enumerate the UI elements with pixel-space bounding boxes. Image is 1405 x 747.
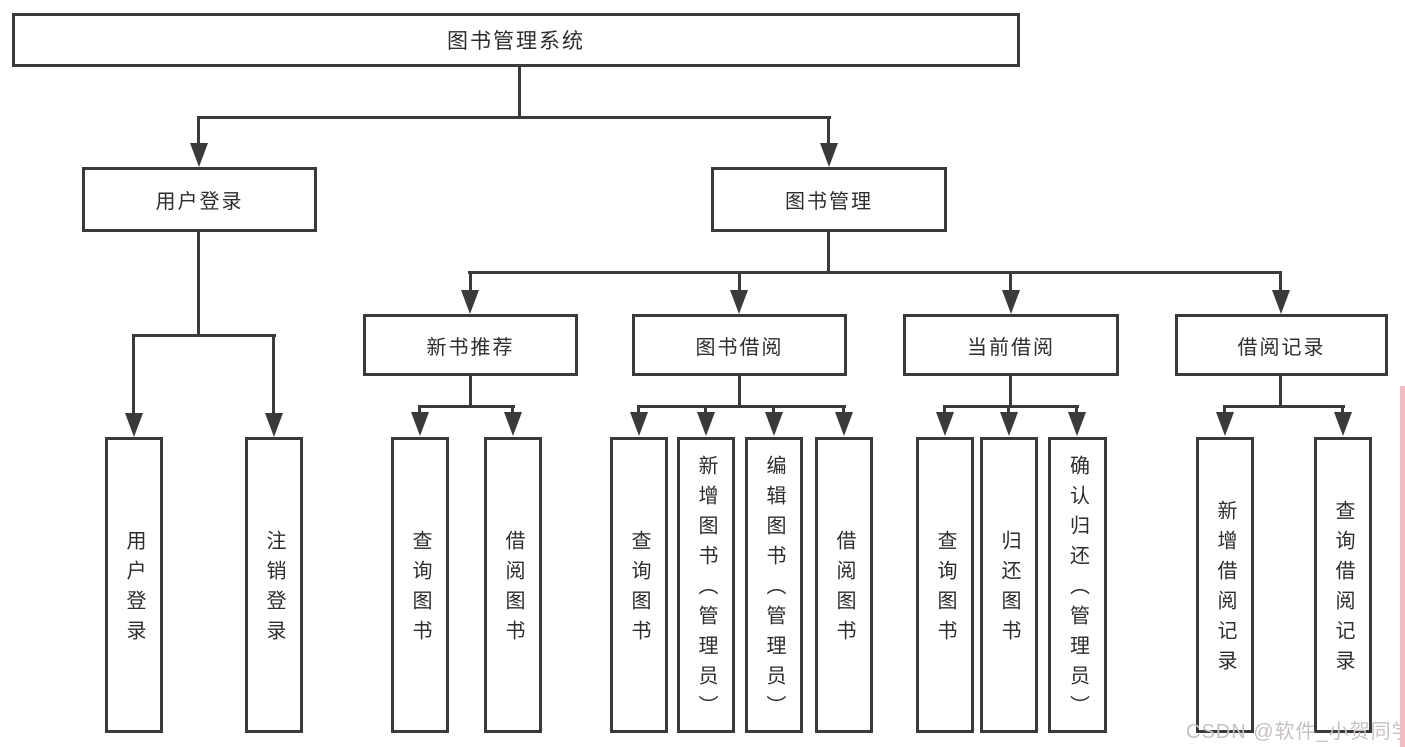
leaf-query-books-1-label: 查询图书 (409, 530, 431, 650)
arrowhead-leaf-add-record (1216, 412, 1234, 436)
node-user-login-branch: 用户登录 (82, 167, 317, 232)
connector-drop-book-mgmt (827, 118, 830, 145)
connector-drop-leaf (943, 407, 946, 415)
leaf-user-login-label: 用户登录 (123, 530, 145, 650)
arrowhead-user-login (190, 143, 208, 167)
leaf-query-books-2: 查询图书 (610, 437, 668, 733)
arrowhead-leaf-query-3 (936, 412, 954, 436)
arrowhead-new-book (461, 290, 479, 314)
leaf-query-books-2-label: 查询图书 (628, 530, 650, 650)
connector-root-stub (518, 67, 521, 118)
connector-drop-leaf (511, 407, 514, 415)
leaf-borrow-books-2: 借阅图书 (815, 437, 873, 733)
connector-current-borrow-stub (1009, 376, 1012, 408)
connector-book-mgmt-stub (827, 232, 830, 274)
leaf-edit-books-admin-label: 编辑图书（管理员） (763, 455, 785, 725)
node-borrow-records: 借阅记录 (1175, 314, 1388, 376)
leaf-add-books-admin-label: 新增图书（管理员） (695, 455, 717, 725)
connector-book-borrow-stub (738, 376, 741, 408)
arrowhead-leaf-confirm-return (1068, 412, 1086, 436)
arrowhead-leaf-login (125, 413, 143, 437)
connector-drop-book-borrow (738, 273, 741, 292)
leaf-add-books-admin: 新增图书（管理员） (677, 437, 735, 733)
leaf-query-borrow-record-label: 查询借阅记录 (1332, 500, 1354, 680)
arrowhead-leaf-query-record (1334, 412, 1352, 436)
connector-drop-leaf (637, 407, 640, 415)
arrowhead-leaf-query-1 (411, 412, 429, 436)
connector-new-book-stub (469, 376, 472, 408)
node-new-book-recommend-label: 新书推荐 (426, 336, 515, 359)
arrowhead-leaf-query-2 (630, 412, 648, 436)
connector-drop-leaf (772, 407, 775, 415)
arrowhead-leaf-logout (265, 413, 283, 437)
connector-drop-leaf (1007, 407, 1010, 415)
leaf-confirm-return-admin: 确认归还（管理员） (1048, 437, 1107, 733)
leaf-query-borrow-record: 查询借阅记录 (1314, 437, 1372, 733)
leaf-query-books-3-label: 查询图书 (934, 530, 956, 650)
connector-book-borrow-hline (637, 405, 846, 408)
connector-drop-current-borrow (1009, 273, 1012, 292)
node-borrow-records-label: 借阅记录 (1237, 336, 1326, 359)
leaf-add-borrow-record-label: 新增借阅记录 (1214, 500, 1236, 680)
connector-user-login-hline (132, 334, 276, 337)
leaf-edit-books-admin: 编辑图书（管理员） (745, 437, 803, 733)
leaf-query-books-1: 查询图书 (391, 437, 449, 733)
connector-level1-hline (197, 116, 831, 119)
connector-drop-user-login (197, 118, 200, 145)
arrowhead-leaf-return (1000, 412, 1018, 436)
node-book-management-label: 图书管理 (785, 191, 873, 213)
arrowhead-leaf-edit-books (765, 412, 783, 436)
node-new-book-recommend: 新书推荐 (363, 314, 578, 376)
connector-borrow-records-hline (1223, 405, 1345, 408)
watermark-edge-strip (1400, 386, 1405, 747)
arrowhead-leaf-borrow-2 (835, 412, 853, 436)
connector-drop-leaf (1223, 407, 1226, 415)
leaf-return-books-label: 归还图书 (998, 530, 1020, 650)
connector-drop-leaf (418, 407, 421, 415)
node-book-borrow-label: 图书借阅 (695, 336, 784, 359)
leaf-borrow-books-2-label: 借阅图书 (833, 530, 855, 650)
leaf-logout-label: 注销登录 (263, 530, 285, 650)
node-book-borrow: 图书借阅 (632, 314, 847, 376)
node-current-borrow: 当前借阅 (903, 314, 1119, 376)
arrowhead-book-borrow (730, 290, 748, 314)
connector-current-borrow-hline (943, 405, 1079, 408)
connector-drop-leaf-logout (272, 336, 275, 414)
node-user-login-branch-label: 用户登录 (155, 191, 244, 213)
connector-borrow-records-stub (1279, 376, 1282, 408)
node-book-management: 图书管理 (711, 167, 947, 232)
leaf-add-borrow-record: 新增借阅记录 (1196, 437, 1254, 733)
connector-drop-new-book (469, 273, 472, 292)
node-current-borrow-label: 当前借阅 (967, 336, 1055, 359)
connector-drop-leaf (842, 407, 845, 415)
csdn-watermark: CSDN @软件_小贺同学 (1186, 721, 1405, 743)
arrowhead-book-mgmt (820, 143, 838, 167)
connector-drop-leaf (704, 407, 707, 415)
connector-drop-leaf (1075, 407, 1078, 415)
arrowhead-current-borrow (1002, 290, 1020, 314)
connector-new-book-hline (418, 405, 515, 408)
node-root: 图书管理系统 (12, 13, 1020, 67)
connector-drop-borrow-records (1279, 273, 1282, 292)
node-root-label: 图书管理系统 (447, 30, 585, 53)
connector-level2-hline (468, 271, 1282, 274)
connector-drop-leaf-login (132, 336, 135, 414)
arrowhead-leaf-borrow-1 (504, 412, 522, 436)
leaf-user-login: 用户登录 (105, 437, 163, 733)
arrowhead-borrow-records (1272, 290, 1290, 314)
leaf-borrow-books-1: 借阅图书 (484, 437, 542, 733)
connector-drop-leaf (1341, 407, 1344, 415)
leaf-return-books: 归还图书 (980, 437, 1038, 733)
leaf-query-books-3: 查询图书 (916, 437, 974, 733)
leaf-borrow-books-1-label: 借阅图书 (502, 530, 524, 650)
leaf-logout: 注销登录 (245, 437, 303, 733)
connector-user-login-stub (197, 232, 200, 337)
leaf-confirm-return-admin-label: 确认归还（管理员） (1066, 455, 1089, 725)
arrowhead-leaf-add-books (697, 412, 715, 436)
